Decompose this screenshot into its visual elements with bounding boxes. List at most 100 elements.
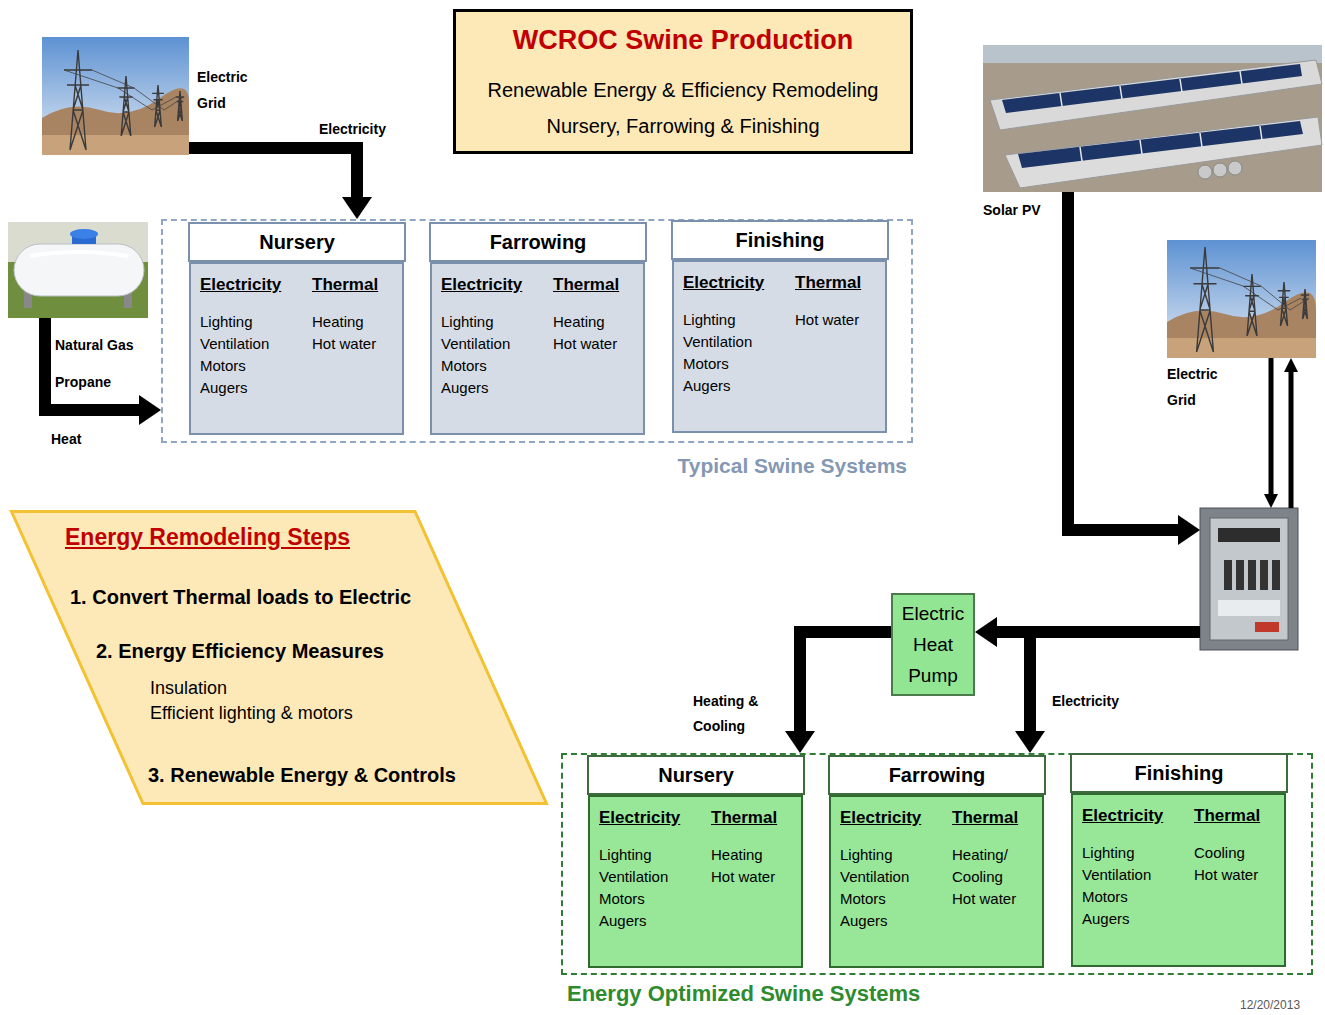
box-body: ElectricityLightingVentilationMotorsAuge… (189, 262, 404, 435)
power-wire (1190, 268, 1301, 310)
column-heading: Thermal (1194, 804, 1280, 828)
list-item: Augers (683, 375, 795, 397)
list-column: ElectricityLightingVentilationMotorsAuge… (200, 273, 312, 425)
box-header: Farrowing (828, 755, 1046, 795)
step-text: 3. Renewable Energy & Controls (148, 763, 456, 787)
list-item: Motors (441, 355, 553, 377)
connector-label: Electricity (1052, 692, 1119, 710)
panel-label (1218, 600, 1280, 616)
group-label: Typical Swine Systems (677, 453, 907, 479)
image-node: Natural GasPropane (8, 222, 148, 318)
group-label: Energy Optimized Swine Systems (567, 981, 920, 1007)
power-wire (1220, 268, 1309, 310)
box-header: Finishing (671, 220, 889, 260)
arrow-connector (785, 632, 891, 753)
step-text: Efficient lighting & motors (150, 702, 353, 724)
solar-barn-photo (983, 45, 1322, 192)
list-item: Heating/ Cooling (952, 844, 1038, 888)
box-heading: Finishing (736, 229, 825, 252)
subtitle-text: Nursery, Farrowing & Finishing (546, 108, 819, 144)
box-body: ElectricityLightingVentilationMotorsAuge… (672, 260, 887, 433)
tank-highlight (30, 252, 128, 256)
list-item: Augers (840, 910, 952, 932)
breaker (1272, 560, 1280, 590)
swine-box: NurseryElectricityLightingVentilationMot… (188, 222, 406, 435)
box-body: ElectricityLightingVentilationMotorsAuge… (829, 795, 1044, 968)
arrow-head (1178, 515, 1200, 545)
list-column: ThermalHeatingHot water (312, 273, 398, 425)
arrow-connector (1264, 358, 1278, 508)
steps-parallelogram: Energy Remodeling Steps 1. Convert Therma… (10, 510, 548, 805)
list-column: ElectricityLightingVentilationMotorsAuge… (840, 806, 952, 958)
list-item: Augers (441, 377, 553, 399)
image-label: Solar PV (983, 201, 1073, 219)
box-heading: Nursery (658, 764, 734, 787)
image-label: Electric Grid (1167, 361, 1227, 413)
power-line-photo (42, 37, 189, 155)
list-item: Lighting (599, 844, 711, 866)
list-item: Heating (711, 844, 797, 866)
hills (42, 88, 189, 155)
box-heading: Nursery (259, 231, 335, 254)
list-item: Ventilation (840, 866, 952, 888)
main-breakers (1218, 528, 1280, 542)
group-box: Energy Optimized Swine SystemsNurseryEle… (561, 753, 1313, 975)
column-heading: Electricity (840, 806, 952, 830)
list-item: Heating (312, 311, 398, 333)
feed-bin (1198, 165, 1212, 179)
breaker (1260, 560, 1268, 590)
box-header: Nursery (188, 222, 406, 262)
step-text: 2. Energy Efficiency Measures (96, 639, 384, 663)
swine-box: FarrowingElectricityLightingVentilationM… (429, 222, 647, 435)
feed-bin (1228, 161, 1242, 175)
panel-image-node (1200, 508, 1298, 650)
arrow-connector (189, 148, 372, 219)
breaker (1248, 560, 1256, 590)
power-line-photo (1167, 240, 1316, 358)
list-item: Lighting (840, 844, 952, 866)
list-column: ElectricityLightingVentilationMotorsAuge… (683, 271, 795, 423)
box-heading: Finishing (1135, 762, 1224, 785)
barn-roof (990, 60, 1322, 130)
list-item: Hot water (312, 333, 398, 355)
connector-label: Heating & Cooling (693, 689, 773, 739)
box-header: Nursery (587, 755, 805, 795)
breaker (1236, 560, 1244, 590)
column-heading: Electricity (441, 273, 553, 297)
steps-heading: Energy Remodeling Steps (65, 523, 350, 551)
connector-line (189, 148, 357, 198)
electrical-panel-photo (1200, 508, 1298, 650)
swine-box: FarrowingElectricityLightingVentilationM… (828, 755, 1046, 968)
heat-pump-box: Electric Heat Pump (891, 593, 975, 696)
panel-dividers (1060, 71, 1262, 161)
list-item: Motors (1082, 886, 1194, 908)
list-column: ElectricityLightingVentilationMotorsAuge… (599, 806, 711, 958)
date-label: 12/20/2013 (1240, 998, 1300, 1012)
box-body: ElectricityLightingVentilationMotorsAuge… (1071, 793, 1286, 967)
list-item: Heating (553, 311, 639, 333)
list-item: Lighting (1082, 842, 1194, 864)
list-column: ElectricityLightingVentilationMotorsAuge… (1082, 804, 1194, 957)
step-text: 1. Convert Thermal loads to Electric (70, 585, 411, 609)
box-heading: Farrowing (490, 231, 587, 254)
barn-roof (1005, 117, 1322, 188)
image-node: Electric Grid (42, 37, 189, 155)
parallelogram-outline (12, 512, 547, 804)
image-node: Electric Grid (1167, 240, 1316, 358)
list-column: ThermalHeating/ CoolingHot water (952, 806, 1038, 958)
connector-line (45, 318, 140, 410)
image-label: Propane (55, 373, 165, 391)
image-label: Natural Gas (55, 336, 165, 354)
arrow-head (1264, 494, 1278, 508)
sky (42, 37, 189, 155)
image-node: Solar PV (983, 45, 1322, 192)
arrow-head (785, 731, 815, 753)
swine-box: NurseryElectricityLightingVentilationMot… (587, 755, 805, 968)
list-item: Augers (1082, 908, 1194, 930)
connector-line (1030, 632, 1200, 732)
column-heading: Thermal (553, 273, 639, 297)
column-heading: Electricity (1082, 804, 1194, 828)
title-box: WCROC Swine ProductionRenewable Energy &… (453, 9, 913, 154)
image-label: Electric Grid (197, 64, 257, 116)
